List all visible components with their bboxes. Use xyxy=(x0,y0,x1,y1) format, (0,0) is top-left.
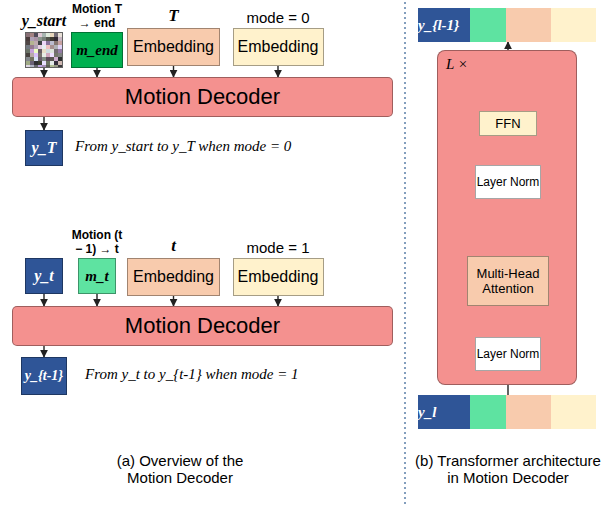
arrow-line xyxy=(96,294,97,306)
token-bar: y_{l-1} xyxy=(418,8,596,42)
arrow-line xyxy=(43,346,44,357)
subfigure-caption: (a) Overview of the Motion Decoder xyxy=(95,452,265,486)
layernorm-box: Layer Norm xyxy=(475,337,541,371)
node-body: m_end xyxy=(72,33,122,67)
embedding-box: mode = 0Embedding xyxy=(233,28,324,66)
node-text: Layer Norm xyxy=(477,347,540,361)
arrow-line xyxy=(43,294,44,306)
attention-box: Multi-Head Attention xyxy=(467,256,549,306)
output-box: y_T xyxy=(25,130,63,166)
node-heading: Motion (t − 1) → t xyxy=(70,228,124,256)
embedding-box: TEmbedding xyxy=(127,28,220,66)
node-body: Layer Norm xyxy=(476,338,540,370)
token-bar: y_l xyxy=(418,395,596,429)
noise-image xyxy=(26,33,62,67)
node-text: m_t xyxy=(85,268,108,285)
node-text: Embedding xyxy=(238,268,319,286)
arrow-line xyxy=(96,68,97,77)
arrow-line xyxy=(43,117,44,130)
node-text: Embedding xyxy=(133,38,214,56)
arrow-line xyxy=(173,66,174,77)
node-heading: T xyxy=(144,6,204,26)
flow-arrow xyxy=(278,296,279,306)
embedding-box: tEmbedding xyxy=(127,258,220,296)
motion-box: Motion (t − 1) → tm_t xyxy=(78,258,116,294)
node-text: Motion Decoder xyxy=(125,84,280,110)
node-text: y_T xyxy=(32,139,57,157)
node-text: Embedding xyxy=(133,268,214,286)
embedding-box: mode = 1Embedding xyxy=(233,258,324,296)
subfigure-caption: (b) Transformer architecture in Motion D… xyxy=(413,452,603,486)
decoder-box: Motion Decoder xyxy=(12,77,393,117)
repeat-label: L × xyxy=(446,56,468,73)
flow-arrow xyxy=(44,117,45,130)
node-text: Multi-Head Attention xyxy=(468,266,548,296)
divider-line xyxy=(404,2,406,504)
ffn-box: FFN xyxy=(479,111,537,136)
flow-arrow xyxy=(97,68,98,77)
layernorm-box: Layer Norm xyxy=(475,165,541,199)
node-heading: Motion T → end xyxy=(70,2,124,30)
node-text: y_{l-1} xyxy=(418,17,459,34)
node-body: m_t xyxy=(79,259,115,293)
node-body: y_T xyxy=(26,131,62,165)
mode-note: From y_t to y_{t-1} when mode = 1 xyxy=(85,366,299,383)
arrow-line xyxy=(43,68,44,77)
node-body: Layer Norm xyxy=(476,166,540,198)
arrow-line xyxy=(173,296,174,306)
node-text: y_l xyxy=(418,404,436,421)
arrow-line xyxy=(277,296,278,306)
motion-box: Motion T → endm_end xyxy=(71,32,123,68)
flow-arrow xyxy=(173,66,174,77)
mode-note: From y_start to y_T when mode = 0 xyxy=(75,138,291,155)
flow-arrow xyxy=(44,68,45,77)
node-text: m_end xyxy=(76,42,118,59)
node-text: y_{t-1} xyxy=(25,368,64,384)
flow-arrow xyxy=(44,294,45,306)
node-body: y_t xyxy=(26,259,62,293)
node-body: Embedding xyxy=(234,29,323,65)
node-heading: mode = 1 xyxy=(233,239,323,256)
node-heading: t xyxy=(144,236,204,256)
flow-arrow xyxy=(278,66,279,77)
flow-arrow xyxy=(44,346,45,357)
node-body: Embedding xyxy=(128,259,219,295)
node-text: y_t xyxy=(34,267,54,285)
node-body: y_{t-1} xyxy=(22,358,66,394)
node-body: Motion Decoder xyxy=(13,307,392,345)
noise-input: y_start xyxy=(25,32,63,68)
node-body: Motion Decoder xyxy=(13,78,392,116)
flow-arrow xyxy=(97,294,98,306)
node-text: Motion Decoder xyxy=(125,313,280,339)
node-text: FFN xyxy=(495,116,520,131)
node-heading: y_start xyxy=(9,12,79,30)
node-body: Embedding xyxy=(128,29,219,65)
node-body: y_l xyxy=(418,395,470,429)
arrow-line xyxy=(277,66,278,77)
input-box: y_t xyxy=(25,258,63,294)
decoder-box: Motion Decoder xyxy=(12,306,393,346)
output-box: y_{t-1} xyxy=(21,357,67,395)
node-body: FFN xyxy=(480,112,536,135)
node-body: y_{l-1} xyxy=(418,8,470,42)
node-text: Layer Norm xyxy=(477,175,540,189)
node-body: Embedding xyxy=(234,259,323,295)
transformer-block: L ×FFNLayer NormMulti-Head AttentionLaye… xyxy=(437,50,577,385)
node-text: Embedding xyxy=(238,38,319,56)
node-heading: mode = 0 xyxy=(233,9,323,26)
node-body: Multi-Head Attention xyxy=(468,257,548,305)
flow-arrow xyxy=(173,296,174,306)
